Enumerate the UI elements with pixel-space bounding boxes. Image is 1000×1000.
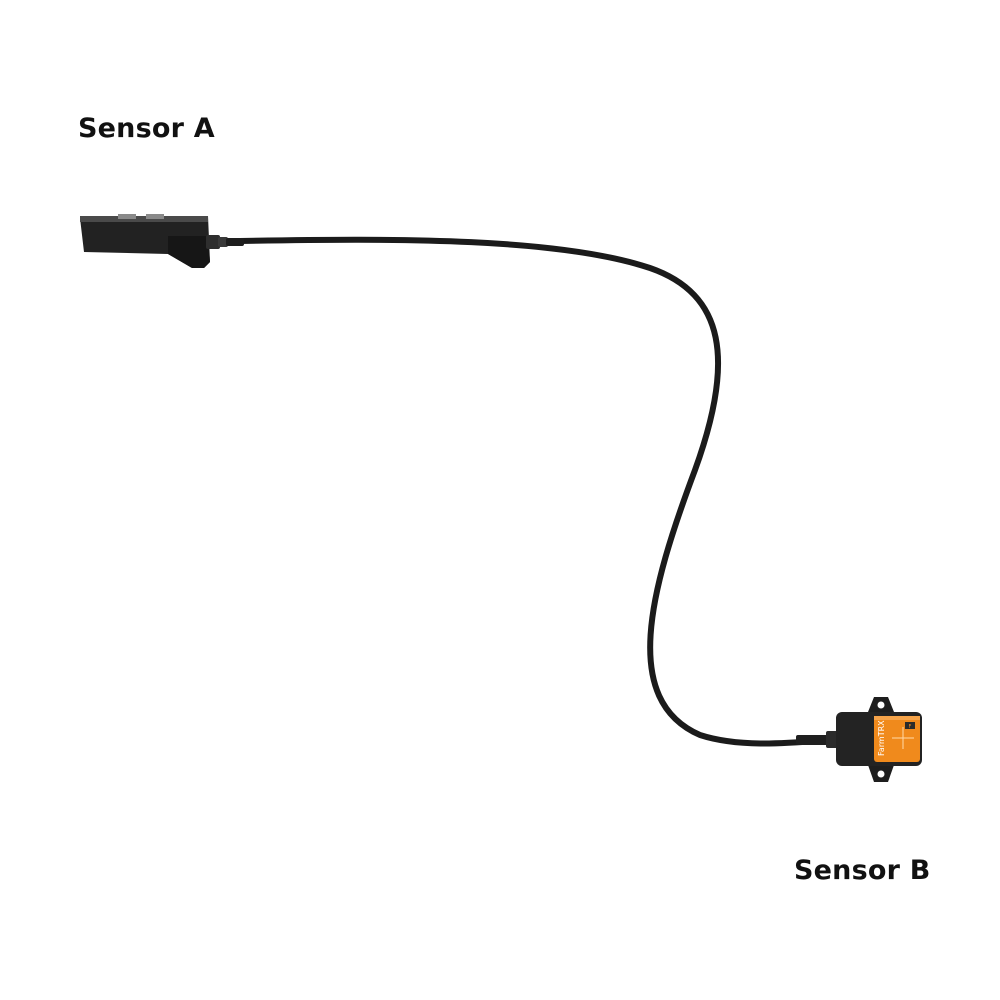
connecting-cable	[237, 236, 833, 747]
sensor-b-small-mark: F	[909, 724, 912, 730]
sensor-b-label: Sensor B	[794, 855, 931, 886]
sensor-a-device	[80, 214, 244, 268]
sensor-a-label: Sensor A	[78, 113, 215, 144]
sensor-b-device: F FarmTRX	[796, 697, 922, 782]
sensor-b-brand-text: FarmTRX	[877, 720, 886, 756]
